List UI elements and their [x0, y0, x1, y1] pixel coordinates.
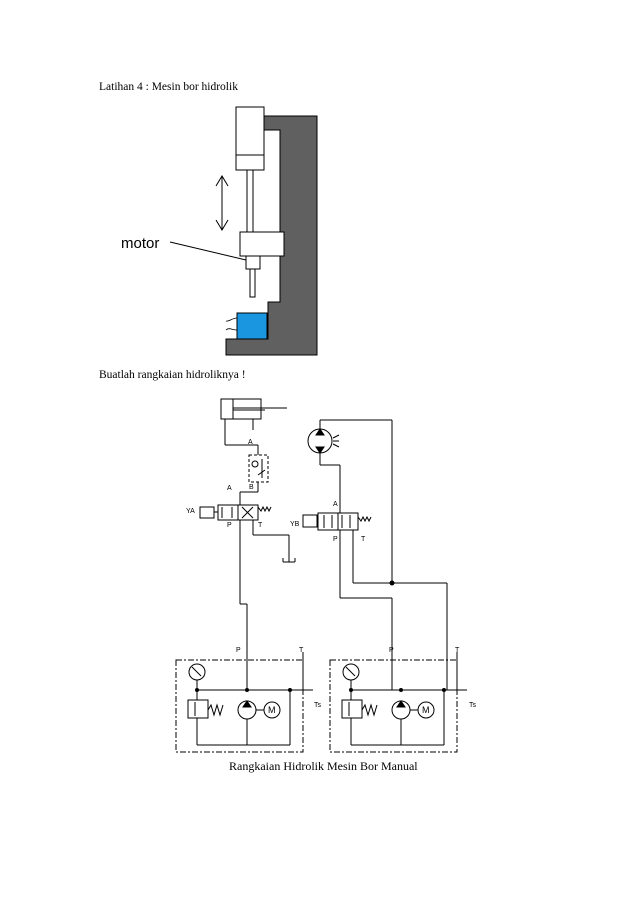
power-pack-left: [175, 659, 304, 753]
svg-text:M: M: [422, 705, 430, 715]
valve-left-box-1: [217, 504, 239, 521]
motor-label: motor: [121, 235, 159, 252]
drill-bit: [249, 268, 256, 298]
svg-text:A: A: [227, 485, 232, 492]
valve-right-box-2: [337, 512, 359, 531]
svg-text:YA: YA: [186, 508, 195, 515]
machine-frame: [225, 115, 318, 356]
workpiece: [236, 312, 268, 340]
svg-text:T: T: [258, 522, 263, 529]
hydraulic-cylinder: [220, 398, 262, 420]
stroke-arrow-icon: [215, 175, 229, 231]
motor-block: [239, 231, 285, 257]
svg-text:Ts: Ts: [469, 702, 477, 709]
svg-text:P: P: [333, 536, 338, 543]
clamp-lines: [225, 317, 238, 331]
exercise-title: Latihan 4 : Mesin bor hidrolik: [99, 81, 238, 93]
svg-text:M: M: [268, 705, 276, 715]
svg-text:T: T: [361, 536, 366, 543]
instruction-text: Buatlah rangkaian hidroliknya !: [99, 369, 246, 381]
svg-text:P: P: [227, 522, 232, 529]
svg-text:A: A: [248, 439, 253, 446]
svg-text:T: T: [455, 647, 460, 654]
svg-text:P: P: [236, 647, 241, 654]
figure-caption: Rangkaian Hidrolik Mesin Bor Manual: [229, 759, 418, 773]
svg-text:T: T: [299, 647, 304, 654]
svg-text:YB: YB: [290, 521, 300, 528]
svg-text:Ts: Ts: [314, 702, 322, 709]
power-pack-right: [329, 659, 458, 753]
valve-right-box-1: [317, 512, 339, 531]
svg-text:B: B: [249, 484, 254, 491]
svg-text:A: A: [333, 501, 338, 508]
svg-text:P: P: [389, 647, 394, 654]
motor-leader-line: [169, 241, 247, 261]
solenoid-left: [199, 506, 215, 519]
solenoid-right: [302, 514, 318, 528]
